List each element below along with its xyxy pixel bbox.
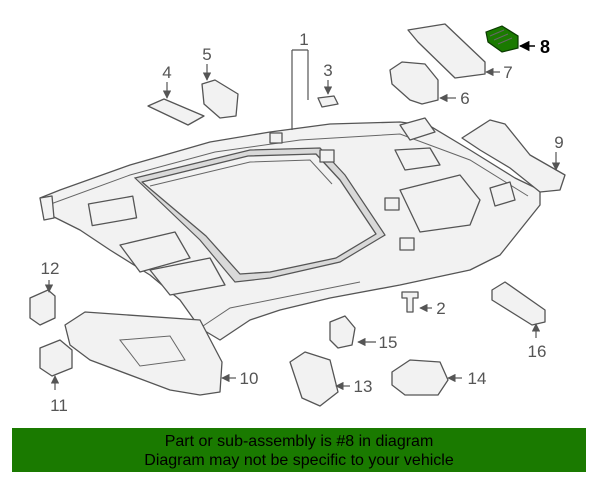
callout-2: 2 bbox=[436, 299, 445, 318]
part-10-sun-visor bbox=[64, 311, 223, 396]
callout-1: 1 bbox=[299, 30, 308, 49]
part-14-bracket bbox=[391, 359, 449, 396]
callout-6: 6 bbox=[460, 89, 469, 108]
callout-12: 12 bbox=[41, 259, 60, 278]
parts-diagram: 1 3 4 5 6 7 8 9 12 2 16 15 10 11 13 14 bbox=[29, 23, 566, 415]
callout-3: 3 bbox=[323, 61, 332, 80]
part-9-trim bbox=[461, 119, 566, 193]
part-7-cover bbox=[407, 23, 486, 79]
leader-lines bbox=[44, 40, 561, 391]
callout-11: 11 bbox=[50, 396, 68, 415]
callout-8: 8 bbox=[540, 37, 550, 57]
callout-16: 16 bbox=[528, 342, 547, 361]
part-16-trim bbox=[491, 281, 546, 326]
part-3-clip bbox=[317, 95, 339, 108]
callout-4: 4 bbox=[162, 63, 171, 82]
banner-line-1: Part or sub-assembly is #8 in diagram bbox=[164, 433, 434, 450]
info-banner: Part or sub-assembly is #8 in diagram Di… bbox=[12, 428, 586, 472]
callout-10: 10 bbox=[240, 369, 259, 388]
part-15-clip bbox=[329, 315, 356, 349]
banner-line-2: Diagram may not be specific to your vehi… bbox=[144, 452, 454, 469]
part-6-holder bbox=[389, 61, 439, 105]
part-12-clip bbox=[29, 289, 56, 326]
part-13-handle bbox=[289, 351, 339, 407]
callout-14: 14 bbox=[468, 369, 487, 388]
callout-7: 7 bbox=[503, 63, 512, 82]
callout-9: 9 bbox=[554, 133, 563, 152]
part-2-bolt bbox=[401, 291, 419, 313]
part-8-highlighted bbox=[485, 25, 519, 53]
callout-5: 5 bbox=[202, 45, 211, 64]
headliner-part-1 bbox=[39, 117, 541, 341]
part-4-pad bbox=[147, 98, 205, 126]
callout-13: 13 bbox=[354, 377, 373, 396]
callout-15: 15 bbox=[379, 333, 398, 352]
part-5-bracket bbox=[201, 79, 239, 119]
part-11-mount bbox=[39, 339, 73, 377]
